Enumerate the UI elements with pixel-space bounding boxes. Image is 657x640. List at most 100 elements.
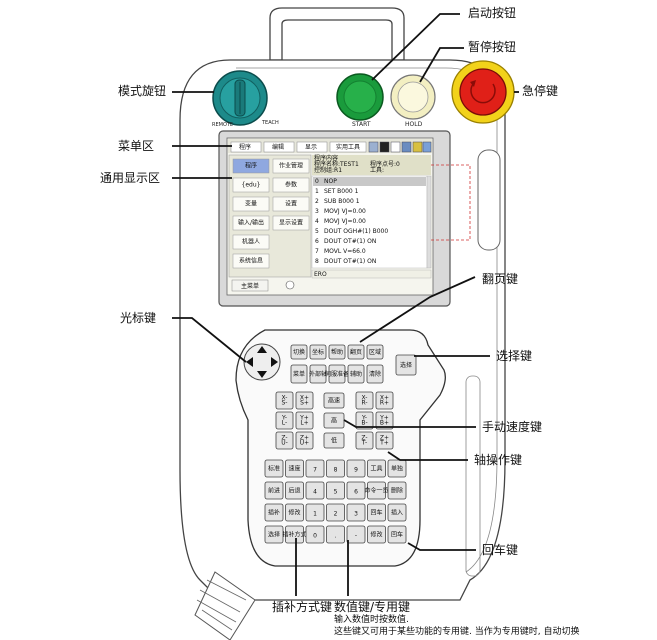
key-cap	[275, 411, 294, 430]
numeric-key[interactable]: 5	[326, 481, 345, 500]
function-key[interactable]: 坐标	[309, 344, 327, 360]
enter-key-label: 回车键	[482, 543, 519, 557]
function-key[interactable]: 菜单	[290, 364, 308, 384]
function-key[interactable]: 清除	[366, 364, 384, 384]
function-key[interactable]: 插补方式	[282, 525, 307, 544]
screen-menu-item[interactable]: 设置	[272, 196, 310, 212]
screen-menu-item[interactable]: 参数	[272, 177, 310, 193]
screen-menu-item[interactable]: 程序	[232, 158, 270, 174]
cursor-key[interactable]	[243, 343, 281, 381]
jog-speed-key[interactable]: 低	[323, 432, 345, 449]
estop-button[interactable]	[451, 60, 515, 124]
numeric-key[interactable]: .	[326, 525, 345, 544]
function-key[interactable]: 回车	[367, 503, 386, 522]
function-key[interactable]: 区域	[366, 344, 384, 360]
axis-key[interactable]: X-S-	[275, 391, 294, 410]
numeric-key[interactable]: 9	[346, 459, 366, 478]
menu-tab-label: 显示	[305, 144, 317, 151]
screen-menu-item[interactable]: 输入/输出	[232, 215, 270, 231]
start-button[interactable]	[336, 73, 384, 121]
key-label: 清除	[369, 370, 381, 378]
axis-key[interactable]: Z+T+	[375, 431, 394, 450]
key-cap	[355, 411, 374, 430]
function-key[interactable]: 删除	[387, 481, 407, 500]
function-key[interactable]: 单独	[387, 459, 407, 478]
screen-menu-item[interactable]: 机器人	[232, 234, 270, 250]
key-label: 前进	[268, 486, 280, 494]
numeric-key[interactable]: 2	[326, 503, 345, 522]
numeric-key[interactable]: 1	[305, 503, 325, 522]
job-line-text[interactable]: NOP	[324, 178, 337, 185]
job-line-highlight	[313, 177, 426, 186]
key-label: 参数	[285, 180, 297, 188]
key-cap	[326, 459, 345, 478]
job-line-text[interactable]: DOUT OT#(1) ON	[324, 238, 376, 245]
axis-key[interactable]: X-R-	[355, 391, 374, 410]
axis-key[interactable]: Z-U-	[275, 431, 294, 450]
function-key[interactable]: 命令一览	[364, 481, 389, 500]
menu-tab-program[interactable]	[230, 141, 262, 153]
function-key[interactable]: 标准	[264, 459, 284, 478]
numeric-key[interactable]: 3	[346, 503, 366, 522]
key-label: 1	[313, 510, 317, 517]
function-key[interactable]: 插补	[264, 503, 284, 522]
key-label: 8	[334, 466, 338, 473]
numeric-key[interactable]: 8	[326, 459, 345, 478]
function-key[interactable]: 翻页	[347, 344, 365, 360]
axis-key[interactable]: Y+L+	[295, 411, 314, 430]
function-key[interactable]: 外部轴	[309, 364, 327, 384]
axis-key[interactable]: Y+B+	[375, 411, 394, 430]
function-key[interactable]: 前进	[264, 481, 284, 500]
axis-key[interactable]: Y-B-	[355, 411, 374, 430]
hold-button[interactable]	[390, 74, 436, 120]
job-line-text[interactable]: SET B000 1	[324, 188, 359, 195]
function-key[interactable]: 插入	[387, 503, 407, 522]
function-key[interactable]: 修改	[285, 503, 304, 522]
axis-key[interactable]: X+S+	[295, 391, 314, 410]
function-key[interactable]: 修改	[367, 525, 386, 544]
job-list-scrollbar[interactable]	[426, 175, 432, 269]
job-line-text[interactable]: MOVL V=66.0	[324, 248, 366, 255]
function-key[interactable]: 切换	[290, 344, 308, 360]
function-key[interactable]: 辅助	[347, 364, 365, 384]
job-line-text[interactable]: SUB B000 1	[324, 198, 360, 205]
screen-menu-item[interactable]: 变量	[232, 196, 270, 212]
screen-menu-item[interactable]: 作业管理	[272, 158, 310, 174]
screen-menu-item[interactable]: 系统信息	[232, 253, 270, 269]
mode-knob[interactable]	[212, 70, 268, 126]
axis-key[interactable]: Z+U+	[295, 431, 314, 450]
numeric-key[interactable]: -	[346, 525, 366, 544]
select-key[interactable]: 选择	[395, 354, 417, 376]
function-key[interactable]: 帮助	[328, 344, 346, 360]
numeric-key[interactable]: 0	[305, 525, 325, 544]
main-menu-button[interactable]	[231, 279, 269, 292]
job-line-text[interactable]: MOVJ VJ=0.00	[324, 208, 366, 215]
numeric-key[interactable]: 6	[346, 481, 366, 500]
estop-label: 急停键	[522, 84, 559, 98]
jog-speed-key[interactable]: 高速	[323, 392, 345, 409]
screen-menu-item[interactable]: 显示设置	[272, 215, 310, 231]
axis-key[interactable]: Y-L-	[275, 411, 294, 430]
job-line-text[interactable]: MOVJ VJ=0.00	[324, 218, 366, 225]
function-key[interactable]: 速度	[285, 459, 304, 478]
function-key[interactable]: 选择	[264, 525, 284, 544]
screen-menu-item[interactable]: {edu}	[232, 177, 270, 193]
function-key[interactable]: 伺服准备	[325, 364, 349, 384]
job-line-text[interactable]: DOUT OGH#(1) B000	[324, 228, 388, 235]
menu-tab-edit[interactable]	[263, 141, 295, 153]
job-line-text[interactable]: DOUT OT#(1) ON	[324, 258, 376, 265]
key-label: 速度	[288, 464, 300, 472]
numeric-key[interactable]: 7	[305, 459, 325, 478]
menu-tab-utility[interactable]	[329, 141, 367, 153]
axis-key[interactable]: Z-T-	[355, 431, 374, 450]
function-key[interactable]: 工具	[367, 459, 386, 478]
function-key[interactable]: 后退	[285, 481, 304, 500]
menu-tab-display[interactable]	[296, 141, 328, 153]
axis-key[interactable]: X+R+	[375, 391, 394, 410]
jog-speed-key[interactable]: 高	[323, 412, 345, 429]
key-label: X-	[362, 394, 368, 401]
numeric-key[interactable]: 4	[305, 481, 325, 500]
function-key[interactable]: 回车	[387, 525, 407, 544]
status-line	[311, 269, 432, 279]
key-label: B-	[361, 420, 367, 427]
